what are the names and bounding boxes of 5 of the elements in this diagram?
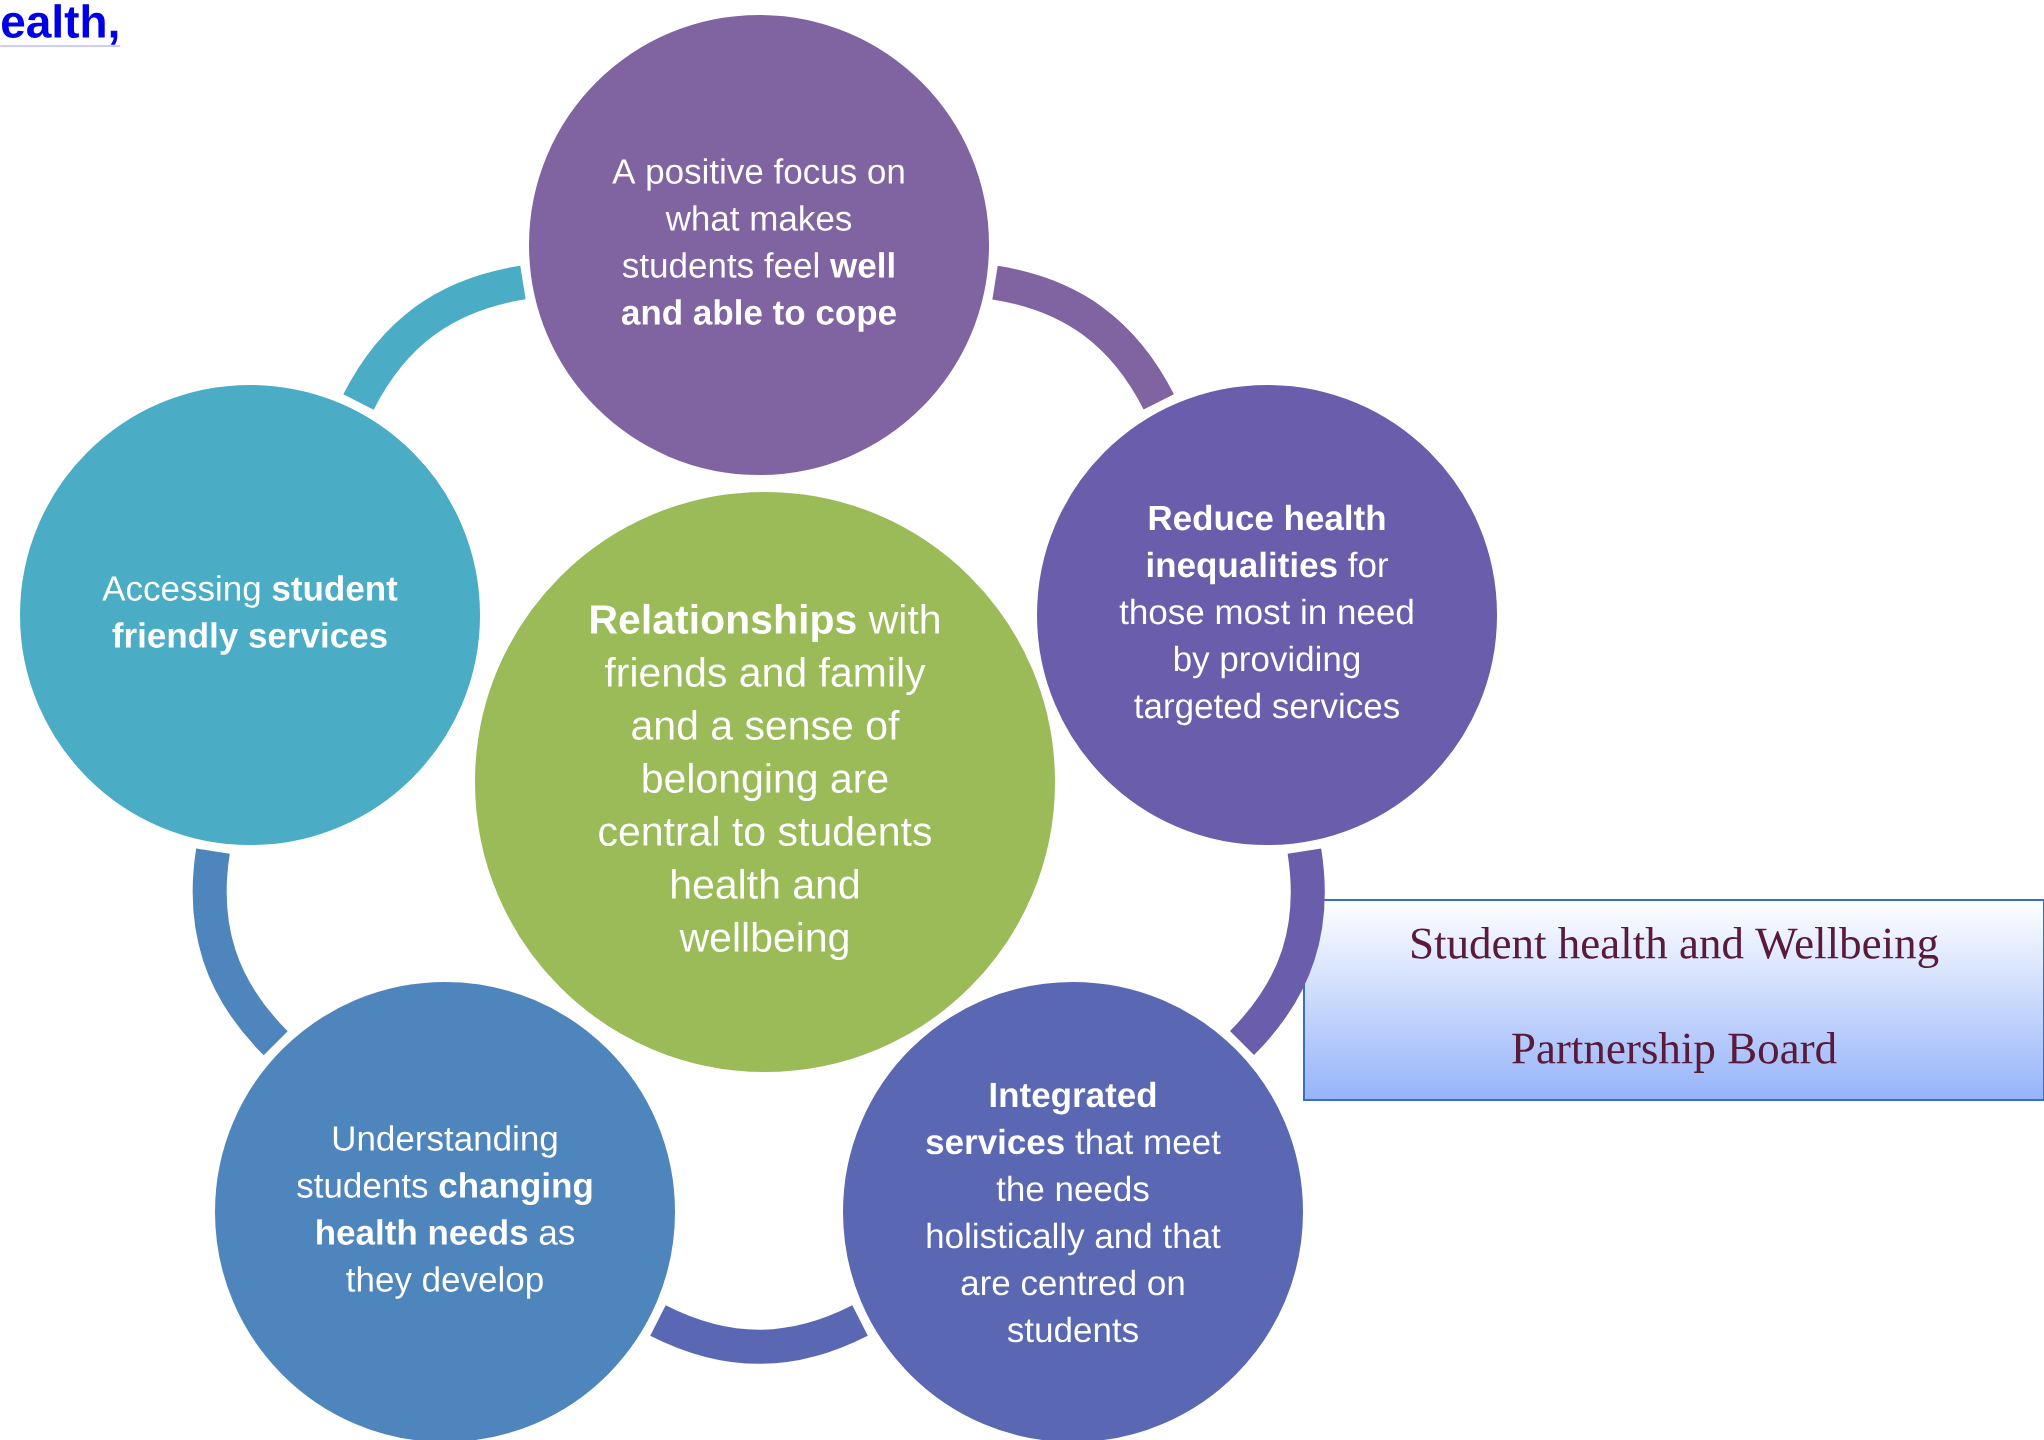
ring-segment <box>192 849 289 1055</box>
title-box: Student health and Wellbeing Partnership Board <box>1303 899 2044 1101</box>
ring-segment <box>1229 848 1325 1055</box>
link-text: ealth, <box>0 4 121 47</box>
ring-segment <box>650 1305 868 1364</box>
